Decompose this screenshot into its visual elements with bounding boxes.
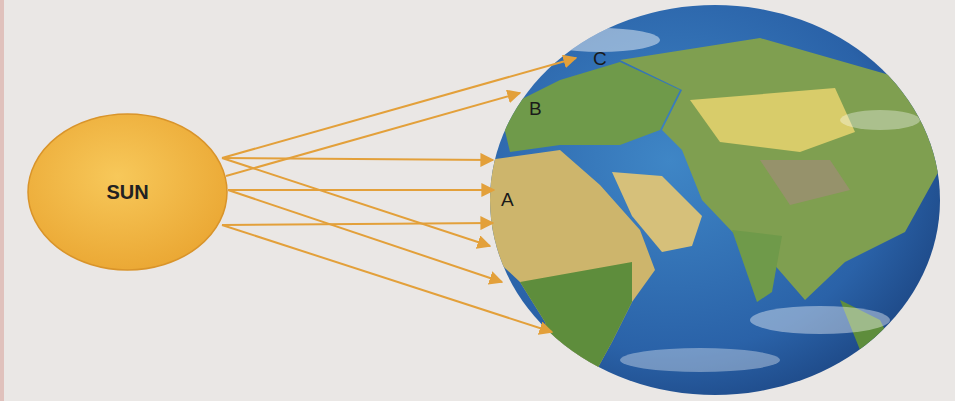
page-edge xyxy=(0,0,4,401)
sun-label: SUN xyxy=(106,181,148,204)
sun-rays xyxy=(222,58,576,332)
point-label: B xyxy=(529,99,542,118)
sun-circle: SUN xyxy=(27,113,228,271)
point-label: A xyxy=(501,190,514,209)
point-label: C xyxy=(593,49,607,68)
